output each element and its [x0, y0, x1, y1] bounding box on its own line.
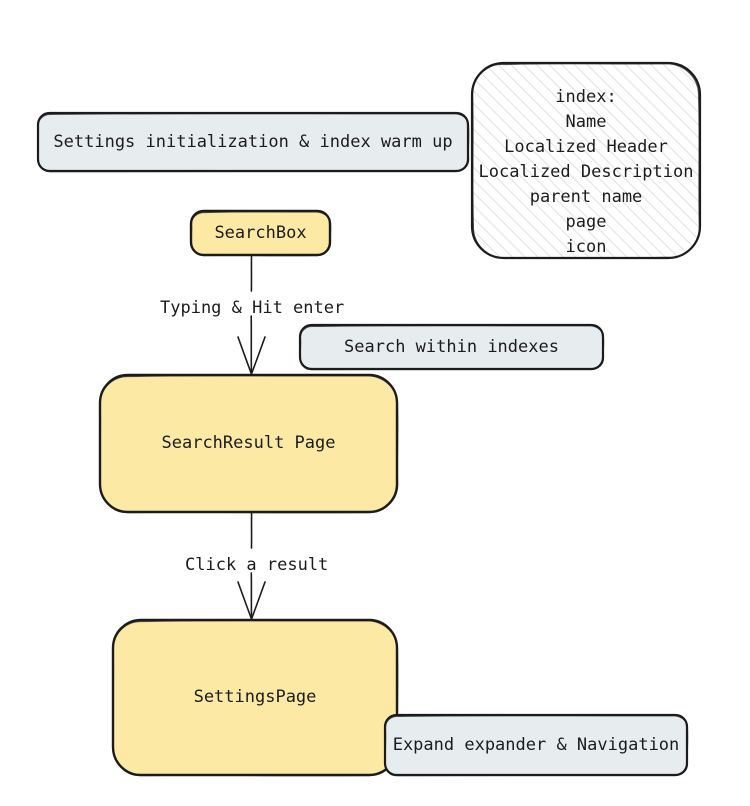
edge-label-click-a-result: Click a result — [185, 555, 329, 575]
edge-searchresult-to-settingspage — [237, 512, 266, 620]
node-searchbox[interactable] — [189, 209, 332, 257]
node-search-within-indexes-note — [298, 323, 605, 371]
settings-page-hit-target[interactable] — [113, 620, 397, 715]
edge-label-typing-hit-enter: Typing & Hit enter — [160, 298, 345, 318]
edge-searchbox-to-searchresult — [237, 255, 266, 375]
searchresult-page-hit-target[interactable] — [100, 375, 397, 512]
node-searchresult-page[interactable] — [98, 373, 399, 514]
node-expand-expander-note — [383, 713, 689, 777]
node-settings-init-note — [36, 111, 470, 173]
node-index-note — [470, 61, 702, 260]
searchbox-hit-target[interactable] — [191, 211, 330, 255]
node-settings-page[interactable] — [111, 618, 399, 777]
